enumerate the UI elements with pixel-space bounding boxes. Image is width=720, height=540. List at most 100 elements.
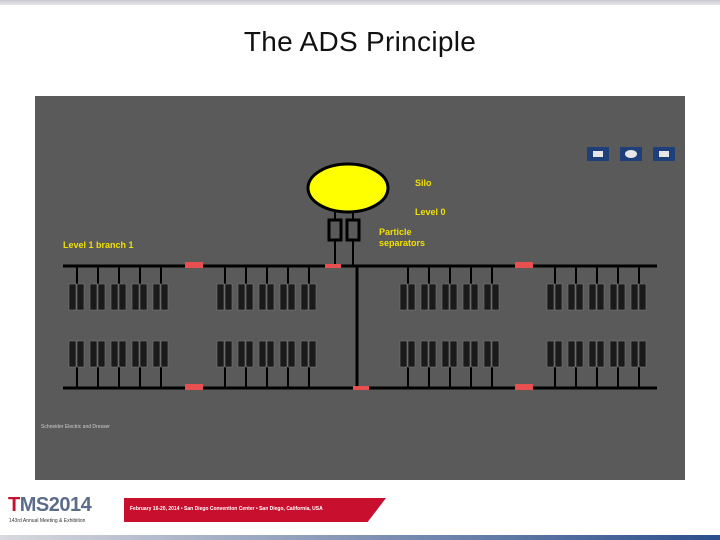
storage-unit-cell [97, 283, 106, 311]
storage-unit-cell [449, 340, 458, 368]
storage-unit-cell [462, 340, 471, 368]
storage-unit-cell [428, 283, 437, 311]
storage-unit-cell [546, 340, 555, 368]
storage-unit-cell [420, 283, 429, 311]
separator-left [327, 218, 343, 242]
storage-unit-cell [462, 283, 471, 311]
storage-unit-cell [216, 340, 225, 368]
ads-diagram-canvas: Silo Level 0 Particle separators Level 1… [41, 147, 675, 430]
separator-right [345, 218, 361, 242]
storage-unit-cell [300, 340, 309, 368]
storage-unit-cell [160, 340, 169, 368]
storage-unit-cell [266, 283, 275, 311]
storage-unit-cell [160, 283, 169, 311]
storage-unit-cell [567, 340, 576, 368]
storage-unit-cell [279, 340, 288, 368]
storage-unit-cell [308, 283, 317, 311]
rewind-glyph [593, 151, 603, 157]
tms-logo: TMS2014 143rd Annual Meeting & Exhibitio… [8, 494, 120, 530]
storage-unit-cell [287, 283, 296, 311]
silo [306, 162, 390, 214]
storage-unit-cell [139, 340, 148, 368]
storage-unit-cell [131, 340, 140, 368]
silo-label: Silo [415, 178, 432, 188]
level0-label: Level 0 [415, 207, 446, 217]
storage-unit-cell [97, 340, 106, 368]
storage-unit-cell [491, 340, 500, 368]
storage-unit-cell [554, 283, 563, 311]
storage-unit-cell [546, 283, 555, 311]
storage-unit-cell [575, 283, 584, 311]
storage-unit-cell [399, 340, 408, 368]
diagram-credit: Schneider Electric and Dresser [41, 424, 110, 430]
valve-top-left [185, 262, 203, 268]
valve-bottom-left [185, 384, 203, 390]
storage-unit-cell [300, 283, 309, 311]
logo-wordmark: TMS2014 [8, 494, 92, 516]
unit-groups [68, 266, 647, 388]
storage-unit-cell [609, 283, 618, 311]
storage-unit-cell [258, 340, 267, 368]
storage-unit-cell [279, 283, 288, 311]
storage-unit-cell [110, 340, 119, 368]
storage-unit-cell [596, 340, 605, 368]
valve-bottom-right [515, 384, 533, 390]
bottom-divider [0, 535, 720, 540]
storage-unit-cell [638, 283, 647, 311]
storage-unit-cell [237, 340, 246, 368]
storage-unit-cell [266, 340, 275, 368]
storage-unit-cell [245, 340, 254, 368]
storage-unit-cell [630, 283, 639, 311]
storage-unit-cell [118, 340, 127, 368]
footer: TMS2014 143rd Annual Meeting & Exhibitio… [0, 488, 720, 540]
storage-unit-cell [588, 340, 597, 368]
storage-unit-cell [216, 283, 225, 311]
storage-unit-cell [118, 283, 127, 311]
storage-unit-cell [68, 340, 77, 368]
storage-unit-cell [68, 283, 77, 311]
ads-diagram: Silo Level 0 Particle separators Level 1… [35, 96, 685, 480]
event-line: February 16-20, 2014 • San Diego Convent… [130, 506, 323, 512]
storage-unit-cell [449, 283, 458, 311]
storage-unit-cell [131, 283, 140, 311]
storage-unit-cell [110, 283, 119, 311]
storage-unit-cell [89, 283, 98, 311]
storage-unit-cell [441, 283, 450, 311]
storage-unit-cell [224, 283, 233, 311]
storage-unit-cell [245, 283, 254, 311]
separators-label-line2: separators [379, 238, 425, 248]
storage-unit-cell [554, 340, 563, 368]
storage-unit-cell [441, 340, 450, 368]
storage-unit-cell [630, 340, 639, 368]
storage-unit-cell [575, 340, 584, 368]
valve-bottom-center [353, 386, 369, 390]
storage-unit-cell [491, 283, 500, 311]
valve-top-right [515, 262, 533, 268]
storage-unit-cell [638, 340, 647, 368]
event-banner: February 16-20, 2014 • San Diego Convent… [124, 498, 386, 522]
storage-unit-cell [89, 340, 98, 368]
playback-controls [587, 147, 675, 161]
level1-branch1-label: Level 1 branch 1 [63, 240, 134, 250]
play-glyph [625, 150, 637, 158]
storage-unit-cell [152, 283, 161, 311]
storage-unit-cell [596, 283, 605, 311]
storage-unit-cell [407, 283, 416, 311]
storage-unit-cell [76, 340, 85, 368]
storage-unit-cell [407, 340, 416, 368]
storage-unit-cell [287, 340, 296, 368]
forward-glyph [659, 151, 669, 157]
storage-unit-cell [258, 283, 267, 311]
storage-unit-cell [428, 340, 437, 368]
storage-unit-cell [470, 340, 479, 368]
storage-unit-cell [470, 283, 479, 311]
valve-top-center [325, 264, 341, 268]
separators-label-line1: Particle [379, 227, 412, 237]
slide-title: The ADS Principle [243, 26, 477, 57]
storage-unit-cell [588, 283, 597, 311]
logo-subtitle: 143rd Annual Meeting & Exhibition [9, 518, 86, 524]
storage-unit-cell [224, 340, 233, 368]
storage-unit-cell [399, 283, 408, 311]
storage-unit-cell [308, 340, 317, 368]
storage-unit-cell [152, 340, 161, 368]
